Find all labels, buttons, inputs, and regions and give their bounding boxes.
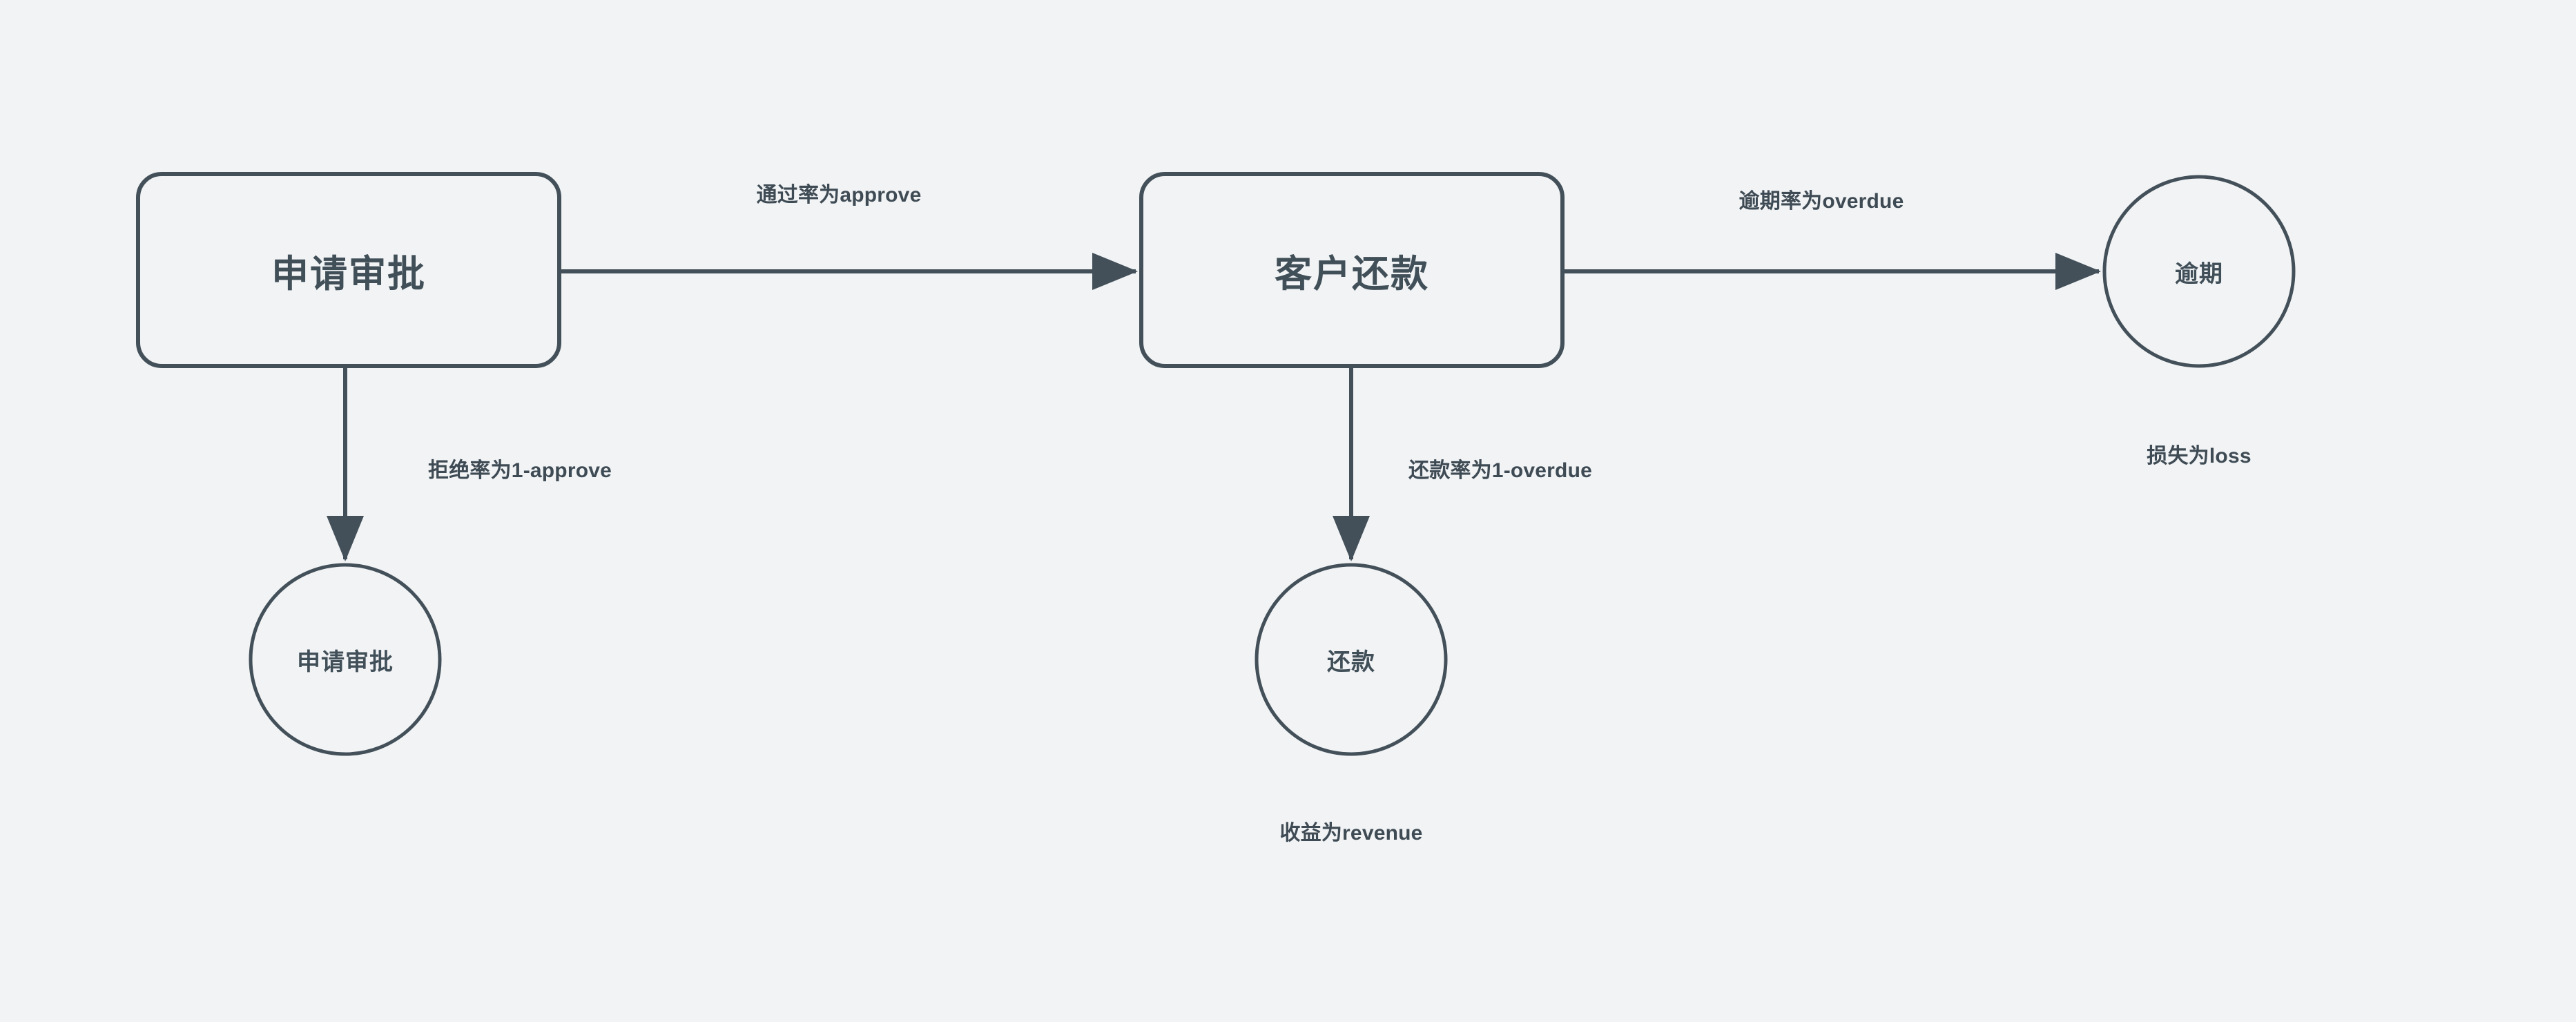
edge-label-repay: 还款率为1-overdue: [1408, 459, 1592, 482]
edge-label-reject: 拒绝率为1-approve: [428, 459, 612, 482]
edge-label-approve: 通过率为approve: [756, 184, 922, 206]
caption-revenue: 收益为revenue: [1279, 822, 1423, 845]
node-shape-repay[interactable]: [1255, 563, 1448, 756]
node-shape-reject[interactable]: [249, 563, 442, 756]
node-shape-customer-repay[interactable]: [1139, 172, 1565, 368]
node-shape-apply-review[interactable]: [136, 172, 561, 368]
caption-loss: 损失为loss: [2147, 445, 2251, 467]
edge-label-overdue: 逾期率为overdue: [1739, 190, 1904, 213]
node-shape-overdue[interactable]: [2102, 175, 2296, 368]
